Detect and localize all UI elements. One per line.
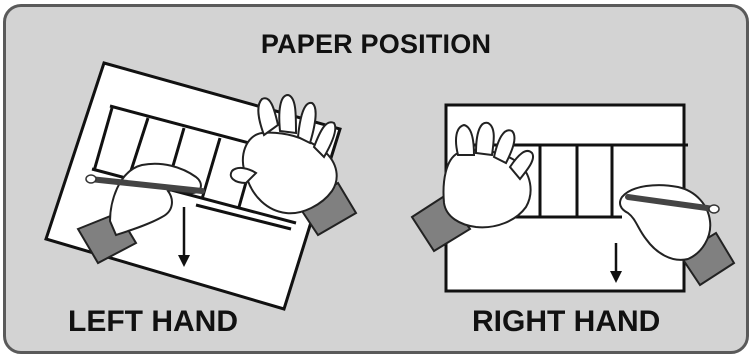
left-hand-caption: LEFT HAND	[68, 305, 238, 339]
right-hand-caption: RIGHT HAND	[472, 305, 660, 339]
diagram-title: PAPER POSITION	[6, 29, 746, 60]
left-hand-diagram	[46, 63, 356, 309]
paper-position-panel: PAPER POSITION LEFT HAND RIGHT HAND	[3, 4, 749, 354]
right-hand-diagram	[412, 105, 734, 291]
